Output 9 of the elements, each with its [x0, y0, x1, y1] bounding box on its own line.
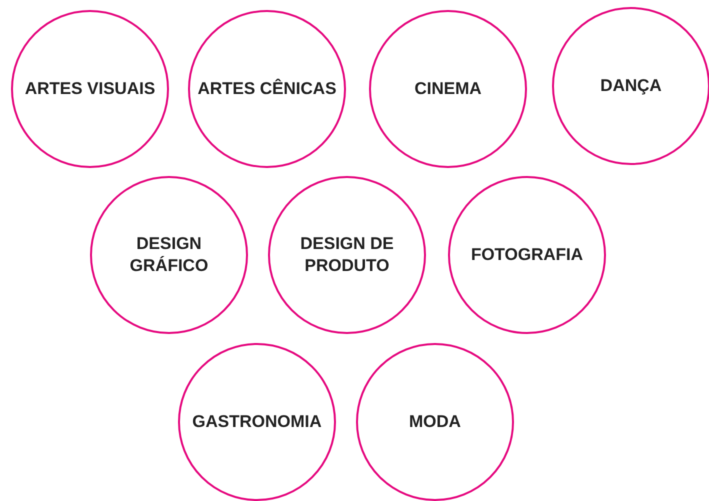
category-label: ARTES CÊNICAS: [198, 78, 336, 100]
category-label: CINEMA: [414, 78, 482, 100]
category-label: ARTES VISUAIS: [24, 78, 156, 100]
category-label: DANÇA: [600, 74, 662, 97]
category-label: DESIGN DE PRODUTO: [299, 232, 395, 277]
category-label: MODA: [409, 410, 461, 433]
category-label: FOTOGRAFIA: [470, 244, 584, 266]
category-label: GASTRONOMIA: [192, 410, 322, 433]
category-label: DESIGN GRÁFICO: [128, 232, 210, 277]
